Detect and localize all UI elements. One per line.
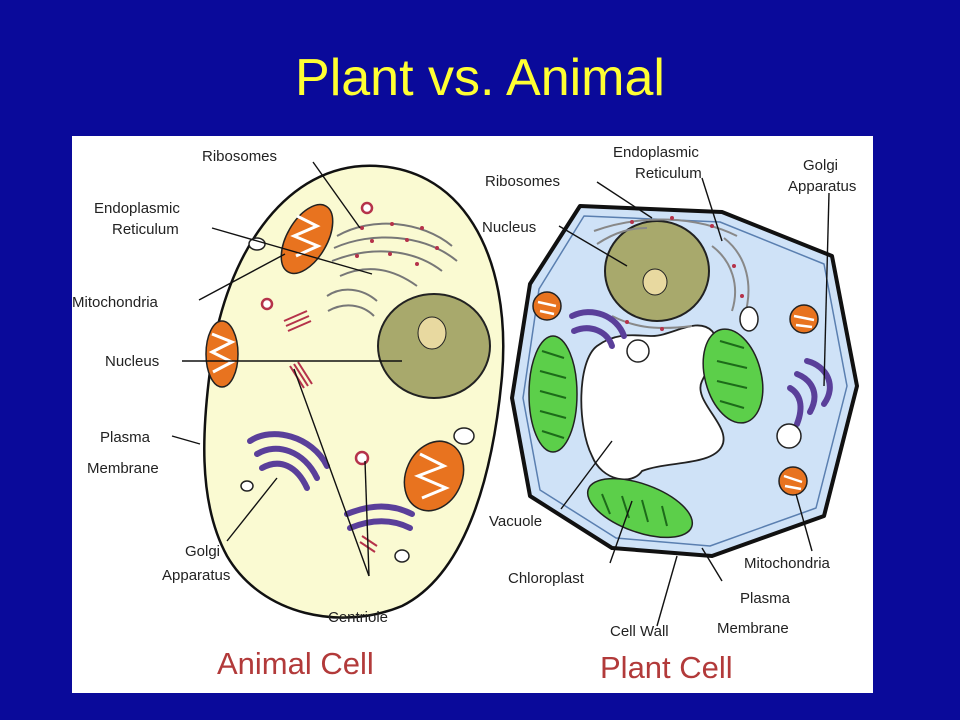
animal-cell-caption: Animal Cell	[217, 646, 374, 681]
plant-leader-lines	[558, 177, 830, 627]
plant-peroxisome	[626, 339, 802, 449]
animal-label-golgi-line1: Golgi	[185, 543, 220, 560]
plant-label-plasma-line1: Plasma	[740, 590, 791, 607]
plant-chloroplast	[528, 335, 578, 453]
plant-label-mitochondria: Mitochondria	[744, 555, 831, 572]
animal-cell: Ribosomes Endoplasmic Reticulum Mitochon…	[72, 148, 505, 681]
plant-label-golgi-line1: Golgi	[803, 157, 838, 174]
plant-label-chloroplast: Chloroplast	[508, 570, 585, 587]
plant-label-golgi-line2: Apparatus	[788, 178, 856, 195]
plant-vacuole	[580, 324, 725, 481]
plant-label-er-line1: Endoplasmic	[613, 144, 699, 161]
plant-label-er-line2: Reticulum	[635, 165, 702, 182]
plant-nucleus	[604, 220, 710, 322]
animal-nucleus	[377, 293, 491, 399]
plant-golgi-apparatus	[569, 309, 627, 349]
animal-label-nucleus: Nucleus	[105, 353, 159, 370]
animal-vesicles	[240, 237, 475, 563]
animal-golgi-apparatus	[344, 503, 415, 531]
animal-label-mitochondria: Mitochondria	[72, 294, 159, 311]
animal-endoplasmic-reticulum	[326, 222, 458, 317]
plant-label-ribosomes: Ribosomes	[485, 173, 560, 190]
plant-golgi-apparatus	[787, 358, 833, 427]
plant-chloroplast	[586, 477, 694, 539]
plant-label-cell-wall: Cell Wall	[610, 623, 669, 640]
plant-plasma-membrane	[522, 215, 848, 547]
plant-mitochondrion	[789, 304, 819, 334]
animal-mitochondrion	[280, 203, 334, 275]
plant-cell-caption: Plant Cell	[600, 650, 733, 685]
cell-comparison-figure: Ribosomes Endoplasmic Reticulum Mitochon…	[72, 136, 873, 693]
animal-golgi-apparatus	[247, 431, 330, 491]
plant-mitochondrion	[532, 291, 562, 321]
plant-label-vacuole: Vacuole	[489, 513, 542, 530]
plant-label-nucleus: Nucleus	[482, 219, 536, 236]
plant-cell: Ribosomes Endoplasmic Reticulum Golgi Ap…	[482, 144, 859, 685]
animal-label-plasma-line1: Plasma	[100, 429, 151, 446]
plant-vesicles	[739, 306, 759, 332]
animal-ribosomes	[355, 222, 439, 266]
animal-label-centriole: Centriole	[328, 609, 388, 626]
animal-leader-lines	[171, 161, 402, 577]
animal-label-ribosomes: Ribosomes	[202, 148, 277, 165]
animal-mitochondrion	[403, 440, 465, 512]
animal-label-golgi-line2: Apparatus	[162, 567, 230, 584]
slide-title: Plant vs. Animal	[295, 49, 665, 107]
plant-label-plasma-line2: Membrane	[717, 620, 789, 637]
animal-label-plasma-line2: Membrane	[87, 460, 159, 477]
plant-chloroplast	[702, 328, 764, 424]
animal-label-er-line2: Reticulum	[112, 221, 179, 238]
animal-label-er-line1: Endoplasmic	[94, 200, 180, 217]
plant-mitochondrion	[778, 466, 808, 496]
animal-mitochondrion	[205, 320, 239, 388]
animal-lysosomes	[260, 201, 374, 466]
plant-ribosomes	[625, 216, 744, 331]
